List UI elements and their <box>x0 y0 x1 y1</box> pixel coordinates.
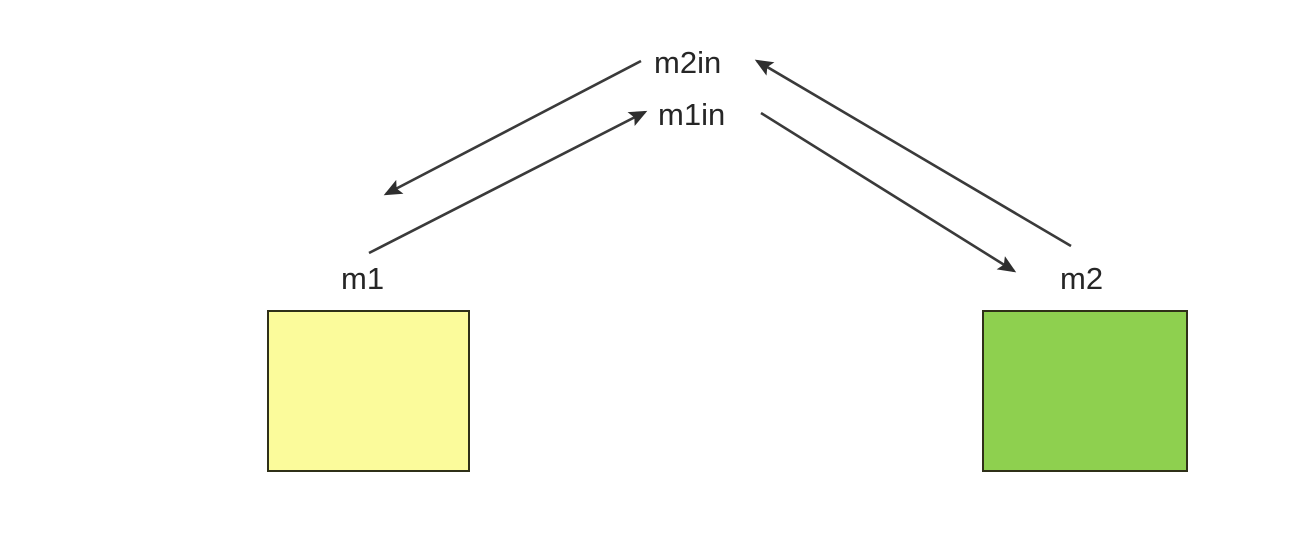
node-label-m2: m2 <box>1060 261 1104 296</box>
node-label-m1: m1 <box>341 261 385 296</box>
edge-m1-to-m1in <box>368 110 648 255</box>
port-label-m2in: m2in <box>654 45 722 80</box>
node-m2[interactable] <box>982 310 1188 472</box>
edge-m2in-to-m1 <box>383 59 642 196</box>
edge-m1in-to-m2 <box>760 111 1017 273</box>
edge-m2-to-m2in <box>754 59 1072 248</box>
node-m1[interactable] <box>267 310 470 472</box>
port-label-m1in: m1in <box>658 97 726 132</box>
